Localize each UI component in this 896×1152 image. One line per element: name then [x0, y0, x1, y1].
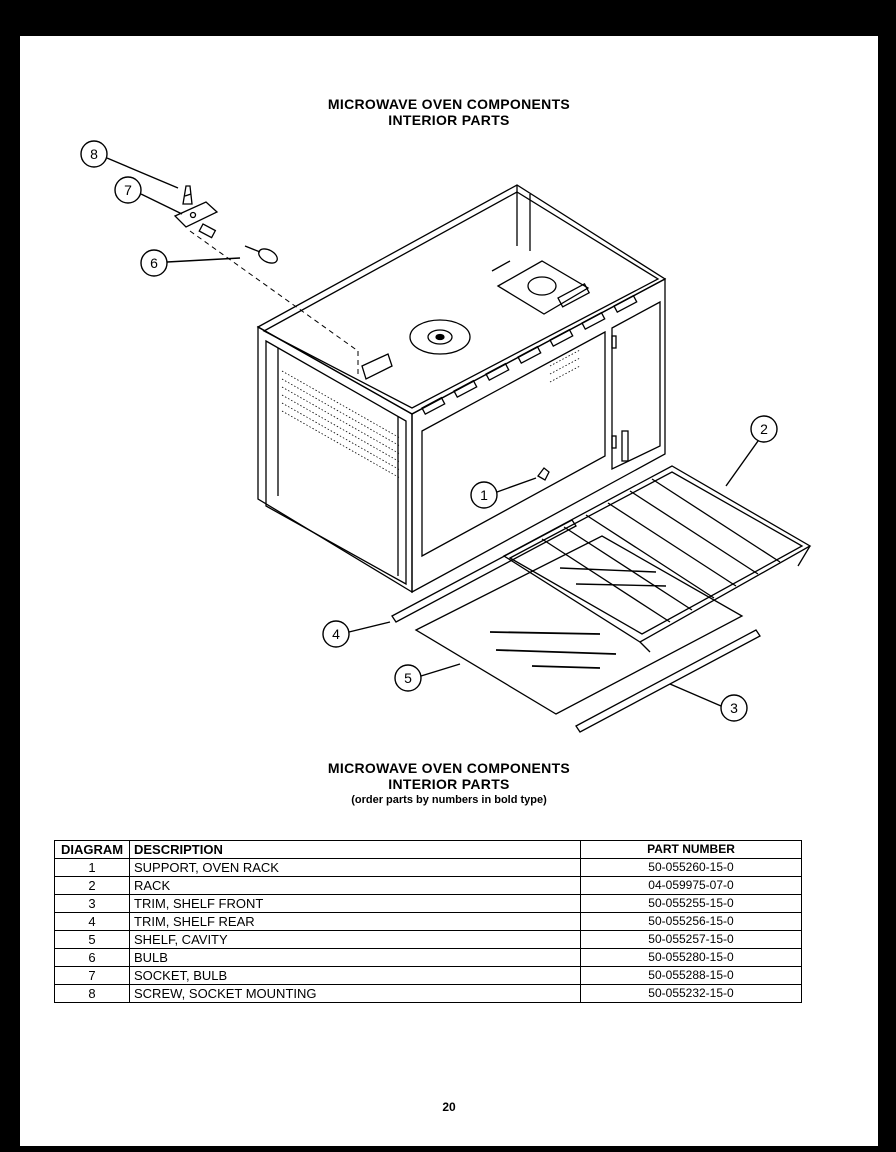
parts-section-note: (order parts by numbers in bold type)	[351, 794, 547, 806]
parts-section-title-line2: INTERIOR PARTS	[388, 776, 510, 792]
table-row: 5 SHELF, CAVITY 50-055257-15-0	[54, 930, 802, 949]
row-description: TRIM, SHELF FRONT	[129, 894, 581, 913]
light-socket-assembly	[173, 185, 278, 264]
callouts	[80, 140, 778, 722]
row-part-number: 04-059975-07-0	[580, 876, 802, 895]
callout-label-3: 3	[730, 700, 738, 716]
table-row: 1 SUPPORT, OVEN RACK 50-055260-15-0	[54, 858, 802, 877]
oven-cavity	[256, 184, 667, 594]
row-part-number: 50-055256-15-0	[580, 912, 802, 931]
table-row: 8 SCREW, SOCKET MOUNTING 50-055232-15-0	[54, 984, 802, 1003]
callout-5	[394, 664, 422, 692]
exploded-parts-diagram: 8 7 6 1 2 4 5 3	[80, 140, 812, 733]
header-description: DESCRIPTION	[129, 840, 581, 859]
callout-6	[140, 249, 168, 277]
table-row: 3 TRIM, SHELF FRONT 50-055255-15-0	[54, 894, 802, 913]
callout-label-6: 6	[150, 255, 158, 271]
header-part-number: PART NUMBER	[580, 840, 802, 859]
row-description: BULB	[129, 948, 581, 967]
header-diagram: DIAGRAM	[54, 840, 130, 859]
row-part-number: 50-055232-15-0	[580, 984, 802, 1003]
callout-label-7: 7	[124, 182, 132, 198]
page-title-line1: MICROWAVE OVEN COMPONENTS	[327, 96, 571, 112]
row-diagram: 1	[54, 858, 130, 877]
oven-rack	[502, 465, 812, 653]
row-part-number: 50-055255-15-0	[580, 894, 802, 913]
row-description: SOCKET, BULB	[129, 966, 581, 985]
callout-1	[470, 481, 498, 509]
table-row: 2 RACK 04-059975-07-0	[54, 876, 802, 895]
row-diagram: 4	[54, 912, 130, 931]
row-diagram: 8	[54, 984, 130, 1003]
parts-table-header: DIAGRAM DESCRIPTION PART NUMBER	[54, 840, 802, 859]
table-row: 7 SOCKET, BULB 50-055288-15-0	[54, 966, 802, 985]
row-description: SUPPORT, OVEN RACK	[129, 858, 581, 877]
cavity-shelf	[414, 535, 744, 715]
row-description: TRIM, SHELF REAR	[129, 912, 581, 931]
callout-4	[322, 620, 350, 648]
row-description: RACK	[129, 876, 581, 895]
callout-2	[750, 415, 778, 443]
row-part-number: 50-055280-15-0	[580, 948, 802, 967]
page-number: 20	[442, 1100, 456, 1114]
callout-label-2: 2	[760, 421, 768, 437]
table-row: 4 TRIM, SHELF REAR 50-055256-15-0	[54, 912, 802, 931]
parts-section-title-line1: MICROWAVE OVEN COMPONENTS	[327, 760, 571, 776]
callout-label-4: 4	[332, 626, 340, 642]
callout-7	[114, 176, 142, 204]
table-row: 6 BULB 50-055280-15-0	[54, 948, 802, 967]
row-part-number: 50-055260-15-0	[580, 858, 802, 877]
shelf-trim-front	[575, 629, 761, 733]
row-diagram: 5	[54, 930, 130, 949]
row-description: SCREW, SOCKET MOUNTING	[129, 984, 581, 1003]
row-diagram: 3	[54, 894, 130, 913]
page-title-line2: INTERIOR PARTS	[388, 112, 510, 128]
row-diagram: 7	[54, 966, 130, 985]
callout-8	[80, 140, 108, 168]
row-part-number: 50-055288-15-0	[580, 966, 802, 985]
callout-label-1: 1	[480, 487, 488, 503]
row-diagram: 2	[54, 876, 130, 895]
callout-3	[720, 694, 748, 722]
row-diagram: 6	[54, 948, 130, 967]
row-part-number: 50-055257-15-0	[580, 930, 802, 949]
callout-label-5: 5	[404, 670, 412, 686]
shelf-trim-rear	[391, 519, 577, 623]
manual-page: MICROWAVE OVEN COMPONENTS INTERIOR PARTS	[20, 36, 878, 1146]
parts-table: DIAGRAM DESCRIPTION PART NUMBER 1 SUPPOR…	[54, 840, 802, 1003]
row-description: SHELF, CAVITY	[129, 930, 581, 949]
callout-label-8: 8	[90, 146, 98, 162]
